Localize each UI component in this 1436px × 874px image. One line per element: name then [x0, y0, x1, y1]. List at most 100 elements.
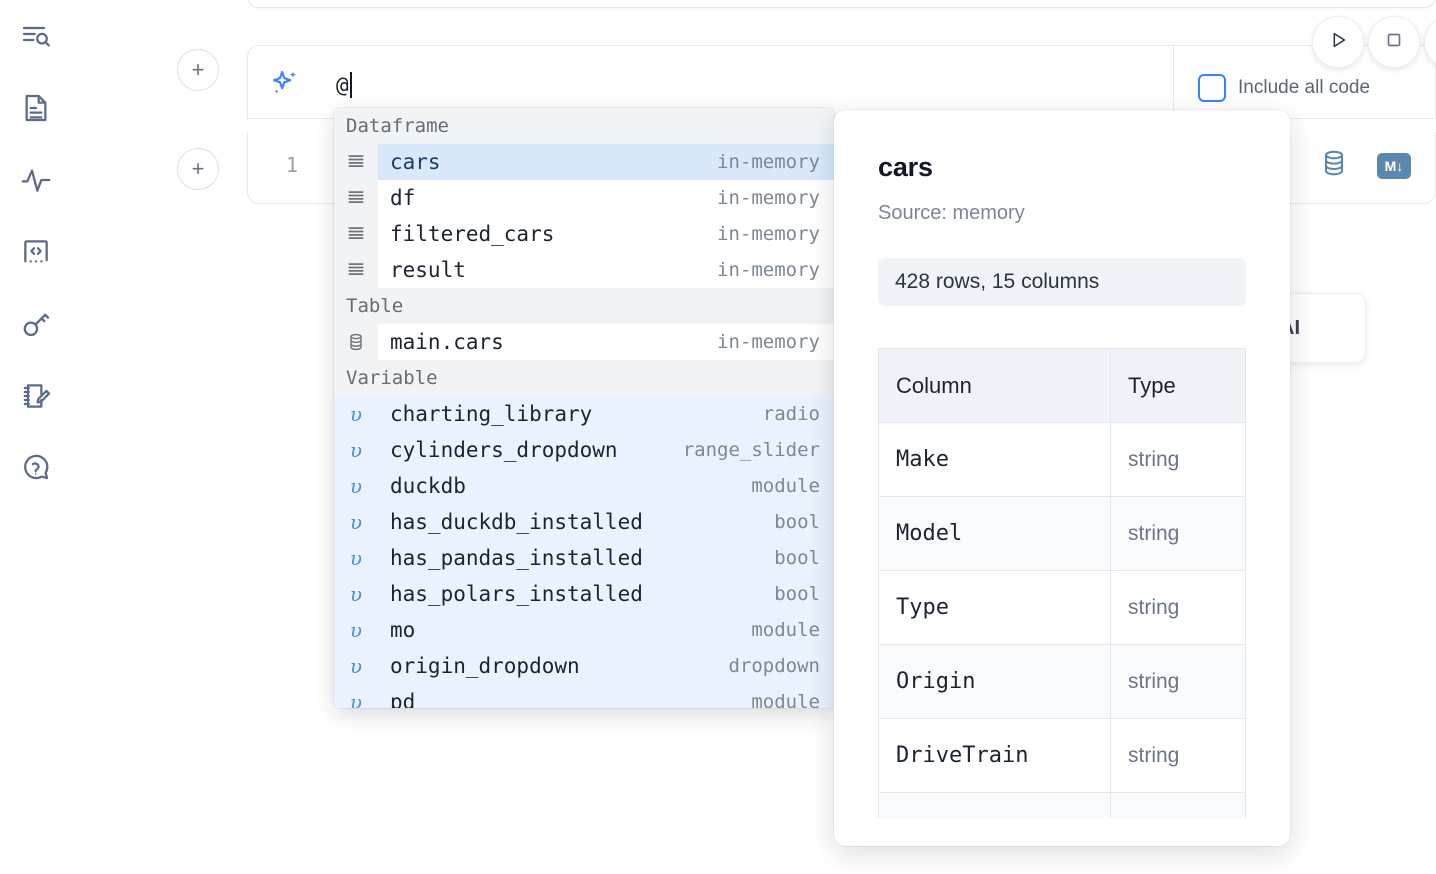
ai-prompt-value: @: [336, 73, 349, 97]
left-icon-rail: [0, 0, 72, 874]
autocomplete-item[interactable]: υ has_duckdb_installed bool: [334, 504, 834, 540]
variable-icon: υ: [334, 396, 378, 432]
preview-cell-type: string: [1128, 669, 1180, 693]
autocomplete-item-kind: in-memory: [717, 331, 820, 353]
autocomplete-item-kind: in-memory: [717, 187, 820, 209]
dataframe-icon: [334, 252, 378, 288]
previous-cell[interactable]: [247, 0, 1436, 8]
add-cell-button-top[interactable]: +: [177, 49, 219, 91]
autocomplete-item-kind: in-memory: [717, 151, 820, 173]
autocomplete-group-header: Dataframe: [334, 108, 834, 144]
activity-pulse-icon[interactable]: [14, 158, 58, 202]
cell-toolbar: M↓: [1319, 148, 1411, 183]
autocomplete-item-kind: bool: [774, 583, 820, 605]
ai-prompt-input[interactable]: @: [336, 68, 352, 102]
preview-header-column: Column: [879, 349, 1111, 422]
autocomplete-item-kind: radio: [762, 403, 820, 425]
preview-stats-badge: 428 rows, 15 columns: [878, 258, 1246, 306]
autocomplete-item-name: origin_dropdown: [390, 654, 580, 678]
code-brackets-icon[interactable]: [14, 230, 58, 274]
autocomplete-item-name: duckdb: [390, 474, 466, 498]
autocomplete-item-name: pd: [390, 690, 416, 708]
autocomplete-item[interactable]: υ origin_dropdown dropdown: [334, 648, 834, 684]
autocomplete-item[interactable]: υ has_pandas_installed bool: [334, 540, 834, 576]
preview-cell-type: string: [1128, 447, 1180, 471]
explore-search-icon[interactable]: [14, 14, 58, 58]
autocomplete-item-kind: range_slider: [682, 439, 820, 461]
autocomplete-item[interactable]: filtered_cars in-memory: [334, 216, 834, 252]
preview-header-type: Type: [1128, 372, 1176, 398]
autocomplete-item-name: has_pandas_installed: [390, 546, 643, 570]
autocomplete-item-name: filtered_cars: [390, 222, 555, 246]
preview-cell-column: Model: [879, 497, 1111, 570]
preview-table-row: [879, 793, 1245, 818]
help-chat-icon[interactable]: [14, 446, 58, 490]
autocomplete-item-kind: module: [751, 475, 820, 497]
autocomplete-item-kind: in-memory: [717, 259, 820, 281]
autocomplete-item-name: df: [390, 186, 416, 210]
plus-icon: +: [191, 57, 205, 82]
autocomplete-item[interactable]: υ charting_library radio: [334, 396, 834, 432]
variable-icon: υ: [334, 504, 378, 540]
variable-icon: υ: [334, 540, 378, 576]
preview-cell-type: string: [1128, 595, 1180, 619]
preview-cell-type: string: [1128, 521, 1180, 545]
preview-table-row: Origin string: [879, 645, 1245, 719]
preview-table-header-row: Column Type: [879, 349, 1245, 423]
stop-button[interactable]: [1368, 16, 1420, 68]
markdown-icon[interactable]: M↓: [1377, 152, 1411, 179]
autocomplete-item-kind: dropdown: [728, 655, 820, 677]
autocomplete-item-name: has_duckdb_installed: [390, 510, 643, 534]
preview-cell-column: [879, 793, 1111, 818]
preview-cell-column: Type: [879, 571, 1111, 644]
variable-icon: υ: [334, 612, 378, 648]
dataframe-icon: [334, 144, 378, 180]
autocomplete-item-name: charting_library: [390, 402, 593, 426]
include-all-code-checkbox[interactable]: [1198, 74, 1226, 102]
preview-cell-type: string: [1128, 743, 1180, 767]
variable-icon: υ: [334, 648, 378, 684]
autocomplete-item-name: cars: [390, 150, 441, 174]
dataframe-icon: [334, 216, 378, 252]
preview-table-row: Make string: [879, 423, 1245, 497]
dataframe-preview-panel: cars Source: memory 428 rows, 15 columns…: [834, 110, 1290, 846]
preview-cell-column: Make: [879, 423, 1111, 496]
document-icon[interactable]: [14, 86, 58, 130]
preview-table-row: Type string: [879, 571, 1245, 645]
autocomplete-item[interactable]: df in-memory: [334, 180, 834, 216]
include-all-code-label: Include all code: [1238, 77, 1371, 98]
dataframe-icon: [334, 180, 378, 216]
autocomplete-group-header: Variable: [334, 360, 834, 396]
run-icon: [1327, 29, 1349, 56]
autocomplete-item-kind: in-memory: [717, 223, 820, 245]
database-icon[interactable]: [1319, 148, 1349, 183]
autocomplete-item-kind: bool: [774, 547, 820, 569]
run-button[interactable]: [1312, 16, 1364, 68]
key-icon[interactable]: [14, 302, 58, 346]
preview-cell-type: [1111, 793, 1245, 818]
notepad-pencil-icon[interactable]: [14, 374, 58, 418]
include-all-code-control[interactable]: Include all code: [1198, 74, 1370, 102]
preview-cell-column: DriveTrain: [879, 719, 1111, 792]
preview-cell-column: Origin: [879, 645, 1111, 718]
preview-table-row: Model string: [879, 497, 1245, 571]
text-caret: [349, 72, 352, 98]
autocomplete-item-kind: bool: [774, 511, 820, 533]
line-number: 1: [285, 153, 298, 177]
preview-title: cars: [878, 152, 933, 182]
add-cell-button-bottom[interactable]: +: [177, 148, 219, 190]
autocomplete-item[interactable]: cars in-memory: [334, 144, 834, 180]
stop-icon: [1383, 29, 1405, 56]
autocomplete-item-name: mo: [390, 618, 416, 642]
